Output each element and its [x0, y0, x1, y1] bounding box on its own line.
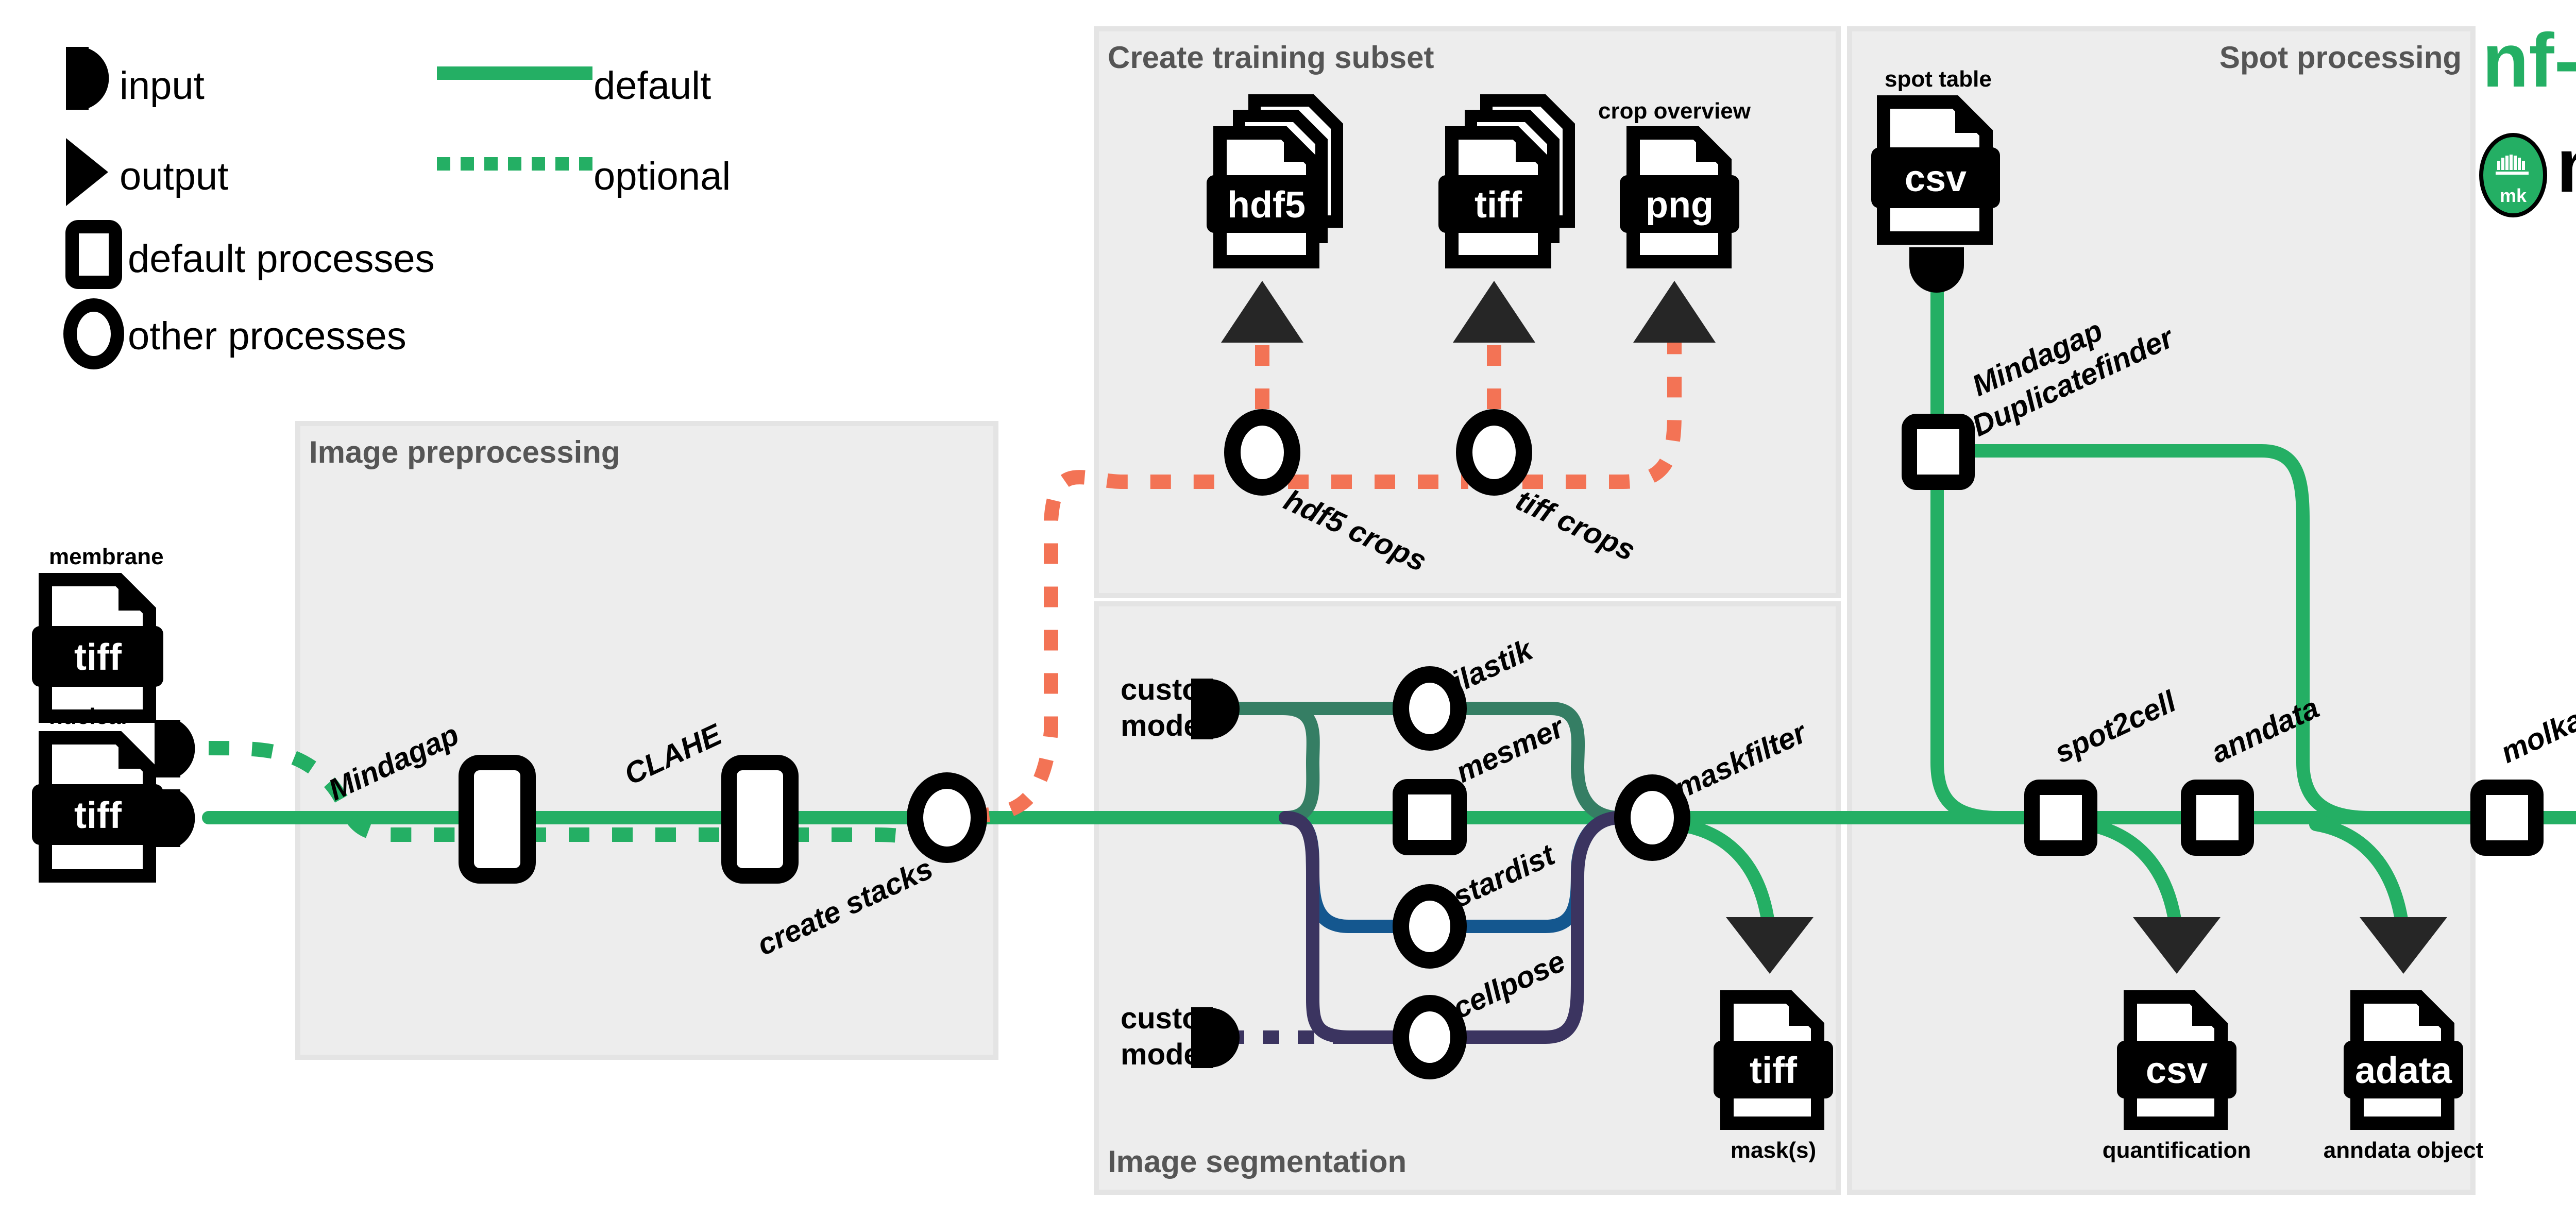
brand-nf-prefix: nf- — [2482, 18, 2576, 103]
legend-item-output: output — [66, 138, 228, 206]
quantification-csv-output[interactable]: csv quantification — [2103, 990, 2251, 1163]
nuclear-tiff-ext: tiff — [74, 795, 122, 836]
masks-tiff-ext: tiff — [1750, 1050, 1798, 1091]
membrane-tiff-input[interactable]: membrane tiff — [32, 544, 195, 777]
output-arrow-heads — [1726, 917, 2447, 974]
legend-item-optional-line: optional — [437, 155, 731, 198]
spot-table-caption: spot table — [1885, 66, 1992, 92]
crop-overview-png-output[interactable]: crop overview png — [1598, 98, 1751, 268]
anndata-object-output[interactable]: adata anndata object — [2324, 990, 2484, 1163]
legend-label-default-processes: default processes — [128, 237, 435, 281]
nuclear-tiff-caption: nuclear — [49, 704, 130, 729]
edge-branch-ilastik — [1221, 702, 1627, 824]
spot-table-ext: csv — [1905, 158, 1967, 199]
tiff-crops-ext: tiff — [1475, 184, 1522, 226]
legend-label-output: output — [120, 155, 228, 198]
quantification-caption: quantification — [2103, 1138, 2251, 1163]
legend-item-default-line: default — [437, 64, 711, 108]
output-triangle-icon — [66, 138, 108, 206]
anndata-object-ext: adata — [2355, 1050, 2452, 1091]
molkartqc-process-label: molkartqc — [2496, 679, 2576, 770]
tiff-crops-output[interactable]: tiff — [1438, 94, 1575, 268]
panel-title-image-segmentation: Image segmentation — [1108, 1144, 1406, 1179]
quantification-csv-ext: csv — [2146, 1050, 2208, 1091]
circle-node-icon — [63, 298, 124, 369]
masks-tiff-caption: mask(s) — [1731, 1138, 1816, 1163]
nuclear-tiff-input[interactable]: nuclear tiff — [32, 704, 195, 883]
legend-item-default-processes: default processes — [65, 220, 435, 289]
panel-title-image-preprocessing: Image preprocessing — [309, 435, 620, 469]
custom-model-cellpose-input[interactable]: custom model — [1121, 1002, 1240, 1071]
output-arrow-heads-up — [1221, 281, 1716, 343]
masks-tiff-output[interactable]: tiff mask(s) — [1714, 990, 1833, 1163]
hdf5-crops-output[interactable]: hdf5 — [1207, 94, 1343, 268]
legend-label-input: input — [120, 64, 205, 108]
legend-label-other-processes: other processes — [128, 314, 406, 358]
square-node-icon — [65, 220, 122, 289]
membrane-tiff-ext: tiff — [74, 637, 122, 678]
panel-image-preprocessing: Image preprocessing — [295, 421, 998, 1060]
nf-core-molkart-logo: nf- core/ mk molkart — [2479, 18, 2576, 217]
custom-model-ilastik-input[interactable]: custom model — [1121, 673, 1240, 742]
panel-title-spot-processing: Spot processing — [2219, 40, 2462, 75]
legend: input output default processes other pro… — [63, 47, 731, 369]
mk-logo-badge: mk — [2479, 133, 2547, 217]
legend-item-input: input — [66, 47, 205, 110]
legend-label-default: default — [594, 64, 711, 108]
brand-pipeline-name: molkart — [2556, 123, 2576, 208]
membrane-tiff-caption: membrane — [49, 544, 164, 569]
panel-title-create-training-subset: Create training subset — [1108, 40, 1434, 75]
edge-spot-processing — [1930, 279, 2377, 824]
spot-table-csv-input[interactable]: spot table csv — [1871, 66, 2000, 293]
legend-label-optional: optional — [594, 155, 731, 198]
mk-badge-text: mk — [2500, 185, 2527, 206]
crop-overview-ext: png — [1646, 184, 1714, 226]
anndata-object-caption: anndata object — [2324, 1138, 2484, 1163]
crop-overview-caption: crop overview — [1598, 98, 1751, 124]
hdf5-crops-ext: hdf5 — [1227, 184, 1306, 226]
legend-item-other-processes: other processes — [63, 298, 406, 369]
